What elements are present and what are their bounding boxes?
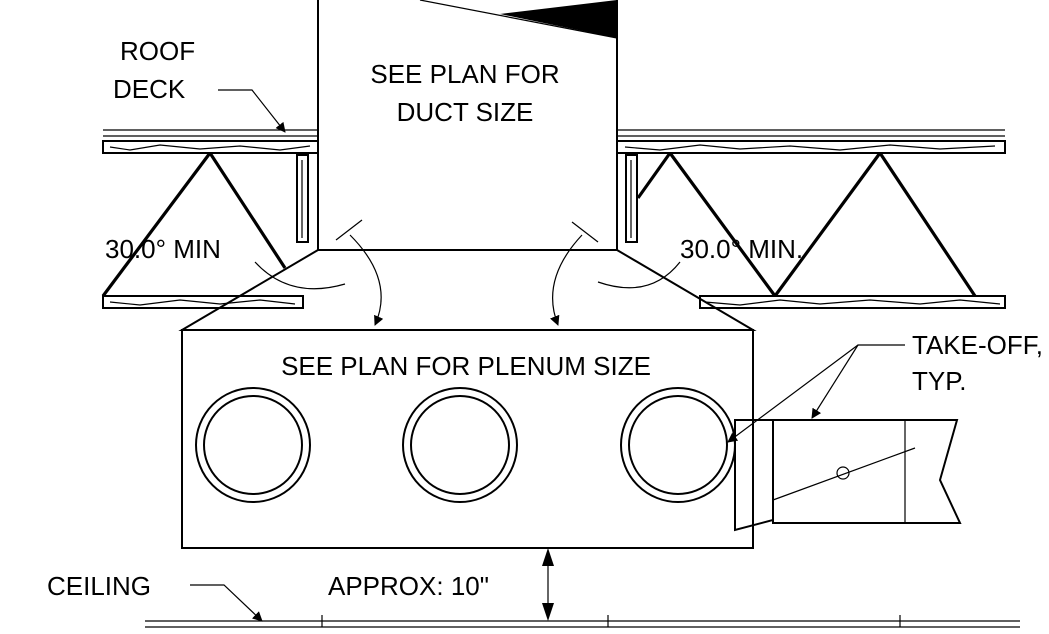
label-angle-right: 30.0° MIN. bbox=[680, 234, 803, 264]
damper-pivot-icon bbox=[836, 466, 850, 480]
label-take-off-line1: TAKE-OFF, bbox=[912, 330, 1043, 360]
joist-top-chord bbox=[102, 140, 1006, 154]
duct-support-angles bbox=[296, 154, 638, 243]
supply-duct bbox=[317, 0, 618, 251]
label-duct-size-line2: DUCT SIZE bbox=[397, 97, 534, 127]
roof-deck bbox=[103, 129, 1005, 137]
leader-ceiling bbox=[190, 584, 263, 622]
plenum-box bbox=[181, 329, 754, 549]
take-off-fitting bbox=[734, 419, 962, 532]
label-angle-left: 30.0° MIN bbox=[105, 234, 221, 264]
leader-take-off bbox=[727, 344, 905, 443]
label-ceiling: CEILING bbox=[47, 571, 151, 601]
leader-roof-deck bbox=[218, 89, 286, 133]
outlet-1 bbox=[195, 387, 311, 503]
label-take-off-line2: TYP. bbox=[912, 366, 966, 396]
plenum-transition bbox=[178, 249, 757, 331]
label-roof-deck-line1: ROOF bbox=[120, 36, 195, 66]
joist-bottom-chord bbox=[102, 295, 1006, 309]
angle-dimension-right bbox=[550, 221, 681, 326]
ceiling-line bbox=[145, 615, 1020, 628]
outlet-3 bbox=[620, 387, 736, 503]
label-plenum-size: SEE PLAN FOR PLENUM SIZE bbox=[281, 351, 651, 381]
ceiling-clearance-dimension bbox=[542, 548, 554, 621]
label-roof-deck-line2: DECK bbox=[113, 74, 186, 104]
label-duct-size-line1: SEE PLAN FOR bbox=[370, 59, 559, 89]
label-approx-clearance: APPROX: 10" bbox=[328, 571, 489, 601]
angle-dimension-left bbox=[254, 219, 384, 326]
outlet-2 bbox=[402, 387, 518, 503]
joist-webs bbox=[101, 152, 977, 297]
